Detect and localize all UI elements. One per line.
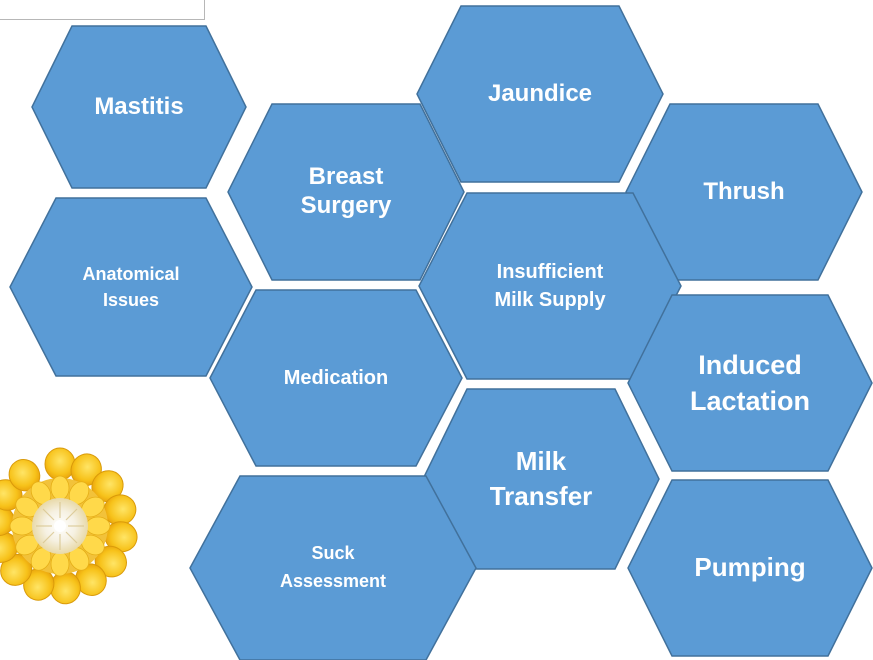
hexagon-label: Anatomical Issues: [70, 261, 192, 313]
hexagon-label: Jaundice: [488, 80, 592, 109]
hexagon-label: Induced Lactation: [682, 347, 818, 420]
hexagon-label: Pumping: [694, 552, 805, 583]
hexagon-label: Mastitis: [94, 93, 183, 122]
hexagon-label: Thrush: [703, 178, 784, 207]
hexagon-pumping: Pumping: [628, 480, 872, 656]
hexagon-label: Breast Surgery: [286, 163, 406, 221]
corner-box: [0, 0, 205, 20]
hexagon-label: Medication: [284, 366, 388, 390]
hexagon-label: Suck Assessment: [270, 540, 396, 596]
hexagon-label: Milk Transfer: [485, 444, 597, 514]
corn-slice-image: [0, 440, 140, 610]
hexagon-suck-assessment: Suck Assessment: [190, 476, 476, 660]
hexagon-induced-lactation: Induced Lactation: [628, 295, 872, 471]
hexagon-mastitis: Mastitis: [32, 26, 246, 188]
hexagon-label: Insufficient Milk Supply: [485, 258, 615, 314]
